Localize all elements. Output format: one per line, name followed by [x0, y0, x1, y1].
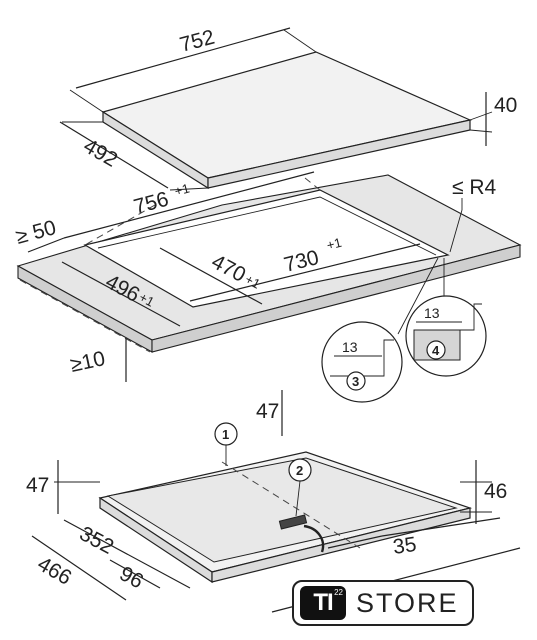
dim-96-label: 96: [116, 562, 147, 593]
dim-96: 96: [109, 559, 161, 593]
store-logo: TI 22: [300, 586, 346, 620]
dim-min-50: ≥ 50: [13, 216, 65, 253]
dim-47-left: 47: [26, 460, 100, 514]
store-watermark: TI 22 STORE: [292, 580, 474, 626]
height-label: 40: [494, 94, 517, 117]
countertop: [16, 174, 522, 353]
dim-40: 40: [485, 92, 517, 146]
callout1-number: 1: [222, 427, 229, 442]
dim-46-right: 46: [460, 460, 507, 524]
detail4-number: 4: [432, 343, 440, 358]
depth-352-label: 352: [76, 522, 118, 559]
hob-bottom-view: [98, 451, 473, 584]
cut-depth-tol: +1: [137, 289, 157, 309]
height-top-label: 47: [256, 400, 279, 423]
hob-top-view: [62, 29, 493, 191]
dim-radius: ≤ R4: [449, 176, 497, 253]
store-name: STORE: [356, 587, 459, 618]
callout-1: 1: [214, 422, 238, 466]
cut-width-label: 756: [131, 188, 171, 219]
callout-2: 2: [288, 458, 312, 517]
radius-label: ≤ R4: [452, 176, 497, 199]
depth-466-label: 466: [34, 552, 76, 589]
min-front-label: ≥10: [68, 347, 107, 377]
dim-35: 35: [327, 517, 501, 559]
store-logo-sup: 22: [334, 588, 343, 597]
detail3-number: 3: [352, 374, 359, 389]
detail-3: 13 3: [321, 257, 439, 403]
cut-width-tol: +1: [173, 181, 191, 199]
detail-4: 13 4: [405, 258, 487, 377]
store-logo-text: TI: [313, 589, 333, 616]
min-edge-label: ≥ 50: [13, 216, 58, 249]
detail4-dim: 13: [424, 305, 440, 321]
dim-470: 470 +1: [159, 247, 263, 305]
inner-width-tol: +1: [325, 235, 343, 253]
height-right-label: 46: [484, 480, 507, 503]
callout2-number: 2: [296, 463, 303, 478]
dim-min-10: ≥10: [68, 338, 127, 382]
height-left-label: 47: [26, 474, 49, 497]
dim-730: 730 +1: [189, 235, 421, 302]
depth-label: 492: [80, 134, 122, 171]
detail3-dim: 13: [342, 339, 358, 355]
dim-47-top: 47: [256, 390, 283, 436]
width-label: 752: [177, 26, 217, 57]
dim-35-label: 35: [391, 533, 417, 559]
